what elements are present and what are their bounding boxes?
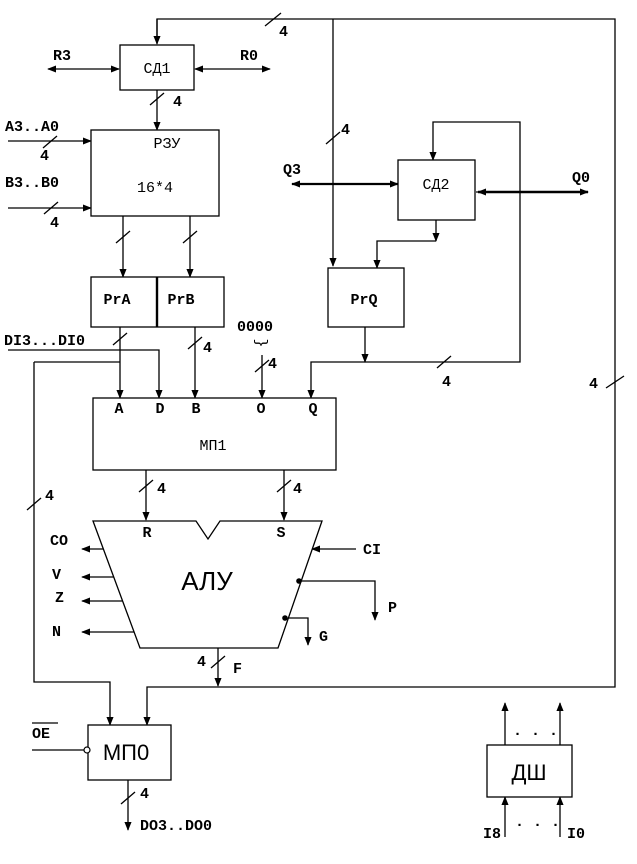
sd2-block bbox=[397, 159, 476, 221]
tick-r bbox=[138, 479, 154, 493]
width-f: 4 bbox=[197, 654, 206, 671]
signal-di-bus: DI3...DI0 bbox=[4, 333, 85, 350]
signal-n: N bbox=[52, 624, 61, 641]
sd1-label: СД1 bbox=[143, 61, 170, 78]
width-do: 4 bbox=[140, 786, 149, 803]
mp1-input-d: D bbox=[155, 401, 164, 418]
mp1-input-a: A bbox=[114, 401, 123, 418]
dsh-output-dots: . . . bbox=[513, 723, 558, 740]
mp1-block bbox=[92, 397, 337, 471]
tick-sd1 bbox=[149, 92, 165, 106]
signal-a-bus: A3..A0 bbox=[5, 119, 59, 136]
width-s: 4 bbox=[293, 481, 302, 498]
dsh-block bbox=[486, 744, 573, 798]
tick-zero bbox=[254, 359, 270, 373]
width-r: 4 bbox=[157, 481, 166, 498]
tick-a bbox=[42, 135, 58, 149]
signal-i8: I8 bbox=[483, 826, 501, 843]
width-top: 4 bbox=[279, 24, 288, 41]
mp1-input-b: B bbox=[191, 401, 200, 418]
sd1-block bbox=[119, 44, 195, 91]
prb-label: PrB bbox=[167, 292, 194, 309]
zeros-brace: } bbox=[252, 338, 269, 347]
signal-r3: R3 bbox=[53, 48, 71, 65]
alu-input-r: R bbox=[142, 525, 151, 542]
tick-di bbox=[112, 332, 128, 346]
mp1-input-zero: O bbox=[256, 401, 265, 418]
signal-ci: CI bbox=[363, 542, 381, 559]
rzu-label: РЗУ bbox=[153, 136, 180, 153]
tick-top bbox=[264, 12, 282, 27]
mp1-input-q: Q bbox=[308, 401, 317, 418]
signal-oe: OE bbox=[32, 726, 50, 743]
width-b: 4 bbox=[50, 215, 59, 232]
signal-p: P bbox=[388, 600, 397, 617]
signal-i0: I0 bbox=[567, 826, 585, 843]
wire-f-mp0 bbox=[33, 362, 114, 726]
width-sd1: 4 bbox=[173, 94, 182, 111]
mp0-block bbox=[87, 724, 172, 781]
signal-r0: R0 bbox=[240, 48, 258, 65]
width-zero: 4 bbox=[268, 356, 277, 373]
tick-right bbox=[605, 375, 625, 389]
signal-z: Z bbox=[55, 590, 64, 607]
rzu-size-label: 16*4 bbox=[137, 180, 173, 197]
tick-pra bbox=[115, 230, 131, 244]
wire-g bbox=[285, 617, 312, 646]
signal-v: V bbox=[52, 567, 61, 584]
prq-label: PrQ bbox=[350, 292, 377, 309]
bus-ticks bbox=[26, 12, 625, 805]
signal-zeros: 0000 bbox=[237, 319, 273, 336]
tick-b bbox=[43, 201, 59, 215]
pra-label: PrA bbox=[103, 292, 130, 309]
tick-do bbox=[120, 791, 136, 805]
tick-prb-out bbox=[187, 336, 203, 350]
width-feedback: 4 bbox=[45, 488, 54, 505]
width-a: 4 bbox=[40, 148, 49, 165]
oe-inversion-circle bbox=[83, 746, 91, 754]
wire-p bbox=[300, 580, 379, 621]
alu-input-s: S bbox=[276, 525, 285, 542]
wire-sd2-prq bbox=[373, 240, 436, 269]
signal-do-bus: DO3..DO0 bbox=[140, 818, 212, 835]
alu-label: АЛУ bbox=[181, 566, 233, 596]
tick-prb bbox=[182, 230, 198, 244]
signal-f: F bbox=[233, 661, 242, 678]
junction-p bbox=[296, 578, 302, 584]
width-prq: 4 bbox=[341, 122, 350, 139]
signal-b-bus: B3..B0 bbox=[5, 175, 59, 192]
signal-q0: Q0 bbox=[572, 170, 590, 187]
tick-prq bbox=[325, 131, 341, 145]
tick-feedback bbox=[26, 497, 42, 511]
alu-block bbox=[92, 520, 323, 649]
signal-co: CO bbox=[50, 533, 68, 550]
wire-prq-mp1 bbox=[307, 192, 521, 399]
signal-g: G bbox=[319, 629, 328, 646]
sd2-label: СД2 bbox=[422, 177, 449, 194]
wires bbox=[8, 18, 616, 837]
rzu-block bbox=[90, 129, 220, 217]
mp0-label: МП0 bbox=[103, 740, 149, 765]
mp1-label: МП1 bbox=[199, 438, 226, 455]
prq-block bbox=[327, 267, 405, 328]
width-q: 4 bbox=[442, 374, 451, 391]
tick-f bbox=[210, 655, 226, 669]
dsh-label: ДШ bbox=[511, 760, 546, 785]
tick-q bbox=[436, 355, 452, 369]
signal-q3: Q3 bbox=[283, 162, 301, 179]
junction-g bbox=[282, 615, 288, 621]
width-prb-out: 4 bbox=[203, 340, 212, 357]
width-right: 4 bbox=[589, 376, 598, 393]
tick-s bbox=[276, 479, 292, 493]
dsh-input-dots: . . . bbox=[515, 814, 560, 831]
wire-di-mp1 bbox=[8, 349, 163, 399]
